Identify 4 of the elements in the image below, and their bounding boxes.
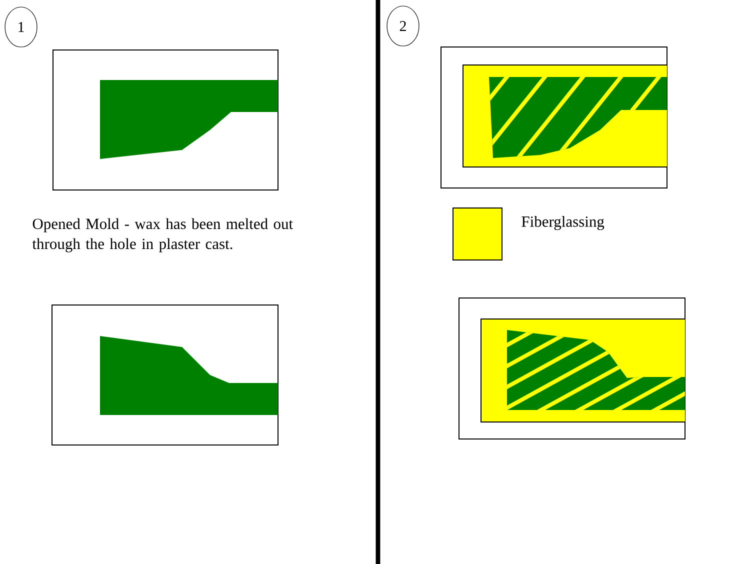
legend-label: Fiberglassing (522, 216, 604, 230)
step-number: 1 (4, 6, 38, 48)
caption-text: Opened Mold - wax has been melted out through the hole in plaster cast. (32, 218, 293, 252)
step-number: 2 (386, 6, 420, 46)
